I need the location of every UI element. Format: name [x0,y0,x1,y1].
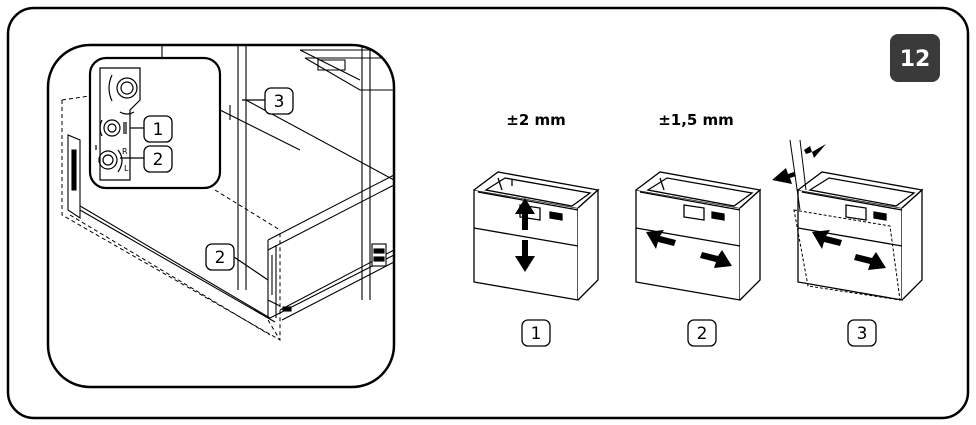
drawer-lateral-adjust [635,171,762,301]
callout-3-label: 3 [274,92,285,112]
outer-frame [6,6,970,420]
drawer-vertical-adjust [473,171,600,301]
callout-runner-2: 2 [205,243,269,281]
step-badge: 12 [890,34,940,82]
adjust-label-1: 1 [521,319,551,347]
step-number: 12 [900,47,931,72]
callout-3: 3 [242,87,294,115]
adjust-label-3-text: 3 [857,324,868,344]
adjust-label-2: 2 [687,319,717,347]
adjust-label-2-text: 2 [697,324,708,344]
arrow-tilt-icon [772,144,886,270]
arrow-left-right-icon [646,230,732,268]
drawer-tilt-adjust [797,171,924,301]
detail-panel: R L 1 2 3 2 [46,43,396,389]
tilt-dashed-outline [793,209,901,301]
measure-lateral: ±1,5 mm [658,111,734,129]
callout-1: 1 [130,115,173,143]
adjust-label-3: 3 [847,319,877,347]
measure-vertical: ±2 mm [506,111,566,129]
callout-2-label: 2 [153,150,164,170]
arrow-up-down-icon [515,198,535,272]
callout-2: 2 [120,145,173,173]
left-mark: L [124,164,129,173]
adjust-label-1-text: 1 [531,324,542,344]
callout-1-label: 1 [153,120,164,140]
right-mark: R [122,147,128,156]
callout-runner-2-label: 2 [215,248,226,268]
